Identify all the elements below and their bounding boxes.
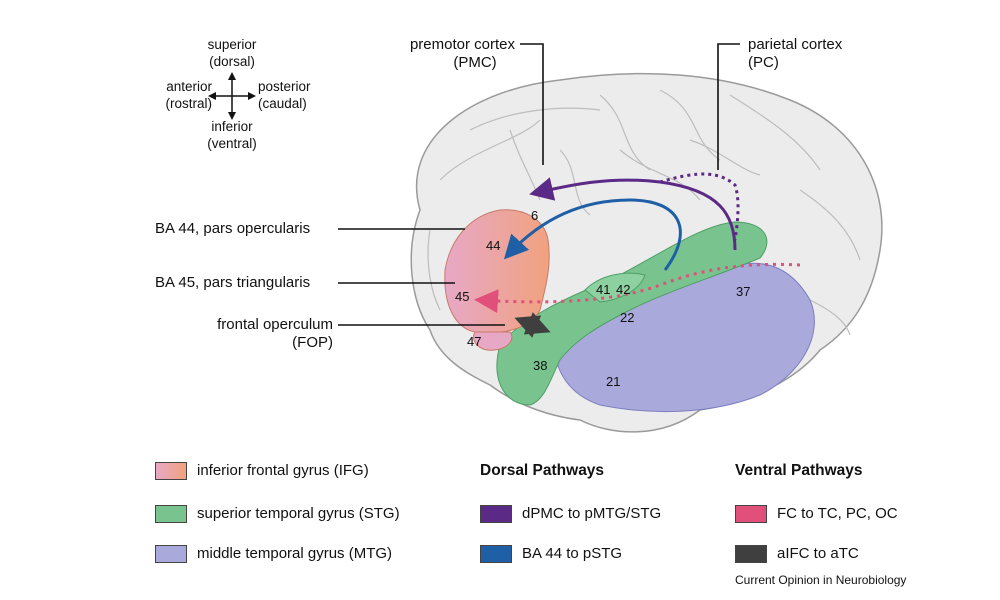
legend-label-stg: superior temporal gyrus (STG) xyxy=(197,505,400,522)
label-fop: frontal operculum(FOP) xyxy=(217,316,333,351)
legend-swatch-ba44 xyxy=(480,545,512,563)
area-21: 21 xyxy=(606,374,620,389)
compass-posterior: posterior(caudal) xyxy=(258,79,311,111)
leader-lines xyxy=(338,43,740,326)
label-pc: parietal cortex(PC) xyxy=(748,36,843,71)
area-42: 42 xyxy=(616,282,630,297)
area-41: 41 xyxy=(596,282,610,297)
area-47: 47 xyxy=(467,334,481,349)
area-6: 6 xyxy=(531,208,538,223)
legend-swatch-stg xyxy=(155,505,187,523)
compass-inferior: inferior(ventral) xyxy=(207,119,257,151)
legend-label-mtg: middle temporal gyrus (MTG) xyxy=(197,545,393,562)
legend-swatch-dpmc xyxy=(480,505,512,523)
legend-label-dpmc: dPMC to pMTG/STG xyxy=(522,505,662,522)
pathway-ba44-pstg xyxy=(503,198,682,271)
legend-swatch-fc xyxy=(735,505,767,523)
label-ba45: BA 45, pars triangularis xyxy=(155,274,311,291)
compass-superior: superior(dorsal) xyxy=(207,37,257,69)
pathway-dpmc-pmtg-dotted xyxy=(659,172,740,241)
legend-label-fc: FC to TC, PC, OC xyxy=(777,505,898,522)
label-ba44: BA 44, pars opercularis xyxy=(155,220,311,237)
legend-swatch-mtg xyxy=(155,545,187,563)
legend-dorsal-title: Dorsal Pathways xyxy=(480,462,605,479)
area-44: 44 xyxy=(486,238,500,253)
pathway-aifc-atc xyxy=(514,312,551,338)
area-22: 22 xyxy=(620,310,634,325)
area-37: 37 xyxy=(736,284,750,299)
compass-anterior: anterior(rostral) xyxy=(165,79,213,111)
area-45: 45 xyxy=(455,289,469,304)
orientation-compass: superior(dorsal) anterior(rostral) poste… xyxy=(150,36,330,156)
credit-text: Current Opinion in Neurobiology xyxy=(735,573,907,587)
legend-label-ifg: inferior frontal gyrus (IFG) xyxy=(197,462,369,479)
legend-ventral-title: Ventral Pathways xyxy=(735,462,863,479)
compass-arrows xyxy=(208,72,256,120)
legend-swatch-ifg xyxy=(155,462,187,480)
legend-label-ba44: BA 44 to pSTG xyxy=(522,545,623,562)
legend-swatch-aifc xyxy=(735,545,767,563)
legend-label-aifc: aIFC to aTC xyxy=(777,545,859,562)
area-38: 38 xyxy=(533,358,547,373)
label-pmc: premotor cortex(PMC) xyxy=(409,36,515,71)
